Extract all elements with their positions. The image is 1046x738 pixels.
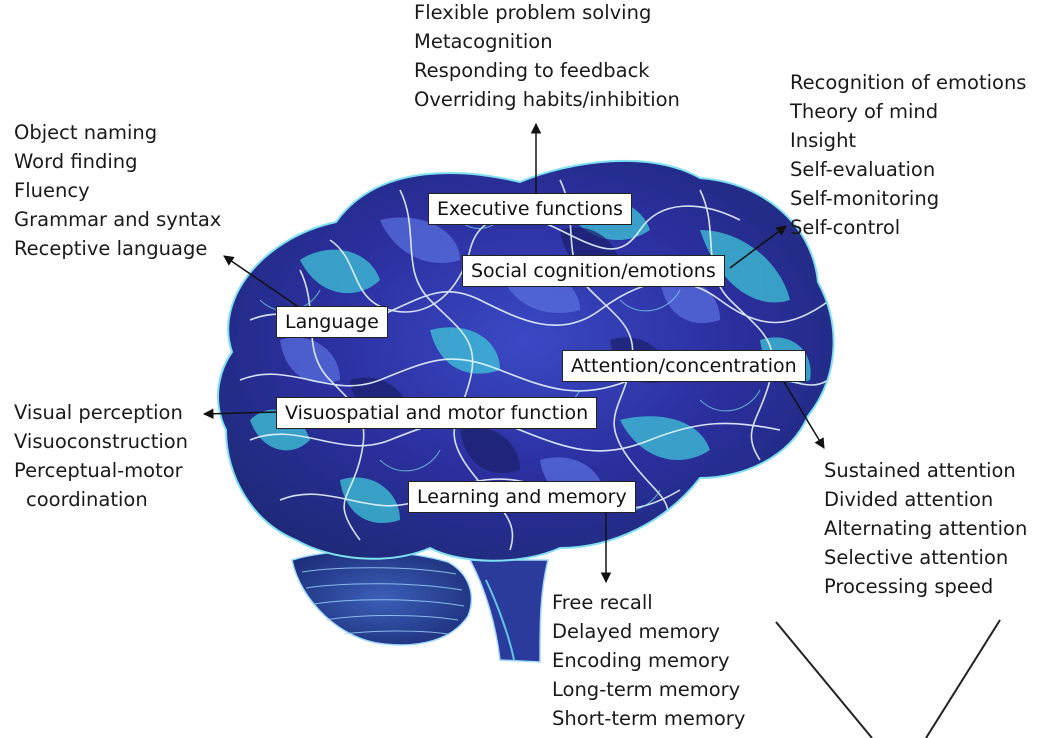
list-item: Encoding memory — [552, 649, 730, 672]
list-item: Recognition of emotions — [790, 71, 1027, 94]
visuospatial-list: Visual perception Visuoconstruction Perc… — [14, 398, 188, 514]
list-item: Receptive language — [14, 237, 208, 260]
list-item: Visuoconstruction — [14, 430, 189, 453]
language-label: Language — [276, 306, 388, 338]
list-item: Sustained attention — [824, 459, 1016, 482]
list-item: Perceptual-motor — [14, 459, 183, 482]
list-item: Metacognition — [414, 30, 553, 53]
list-item: Object naming — [14, 121, 158, 144]
language-list: Object naming Word finding Fluency Gramm… — [14, 118, 221, 263]
arrow-visuospatial — [202, 408, 279, 419]
arrow-social — [729, 225, 787, 269]
list-item: Short-term memory — [552, 707, 746, 730]
list-item: Insight — [790, 129, 857, 152]
list-item: Delayed memory — [552, 620, 720, 643]
arrows — [202, 122, 825, 584]
list-item: Self-evaluation — [790, 158, 936, 181]
learning-memory-label: Learning and memory — [408, 481, 636, 513]
visuospatial-label: Visuospatial and motor function — [276, 397, 598, 429]
list-item: Long-term memory — [552, 678, 741, 701]
list-item: Theory of mind — [790, 100, 939, 123]
list-item: coordination — [26, 488, 148, 511]
list-item: Divided attention — [824, 488, 994, 511]
list-item: Visual perception — [14, 401, 183, 424]
cerebellum — [291, 550, 473, 646]
arrow-attention — [783, 381, 825, 449]
brainstem — [468, 559, 549, 663]
list-item: Flexible problem solving — [414, 1, 652, 24]
list-item: Grammar and syntax — [14, 208, 222, 231]
list-item: Overriding habits/inhibition — [414, 88, 680, 111]
social-cognition-label: Social cognition/emotions — [462, 255, 725, 287]
list-item: Selective attention — [824, 546, 1009, 569]
attention-label: Attention/concentration — [562, 350, 806, 382]
executive-functions-list: Flexible problem solving Metacognition R… — [414, 0, 680, 114]
list-item: Responding to feedback — [414, 59, 650, 82]
list-item: Self-monitoring — [790, 187, 940, 210]
attention-list: Sustained attention Divided attention Al… — [824, 456, 1027, 601]
list-item: Free recall — [552, 591, 653, 614]
inset-lines — [775, 619, 1001, 738]
list-item: Processing speed — [824, 575, 994, 598]
executive-functions-label: Executive functions — [428, 193, 633, 225]
social-cognition-list: Recognition of emotions Theory of mind I… — [790, 68, 1026, 242]
list-item: Word finding — [14, 150, 138, 173]
arrow-language — [223, 255, 301, 309]
memory-list: Free recall Delayed memory Encoding memo… — [552, 588, 745, 733]
list-item: Self-control — [790, 216, 901, 239]
list-item: Alternating attention — [824, 517, 1028, 540]
list-item: Fluency — [14, 179, 90, 202]
